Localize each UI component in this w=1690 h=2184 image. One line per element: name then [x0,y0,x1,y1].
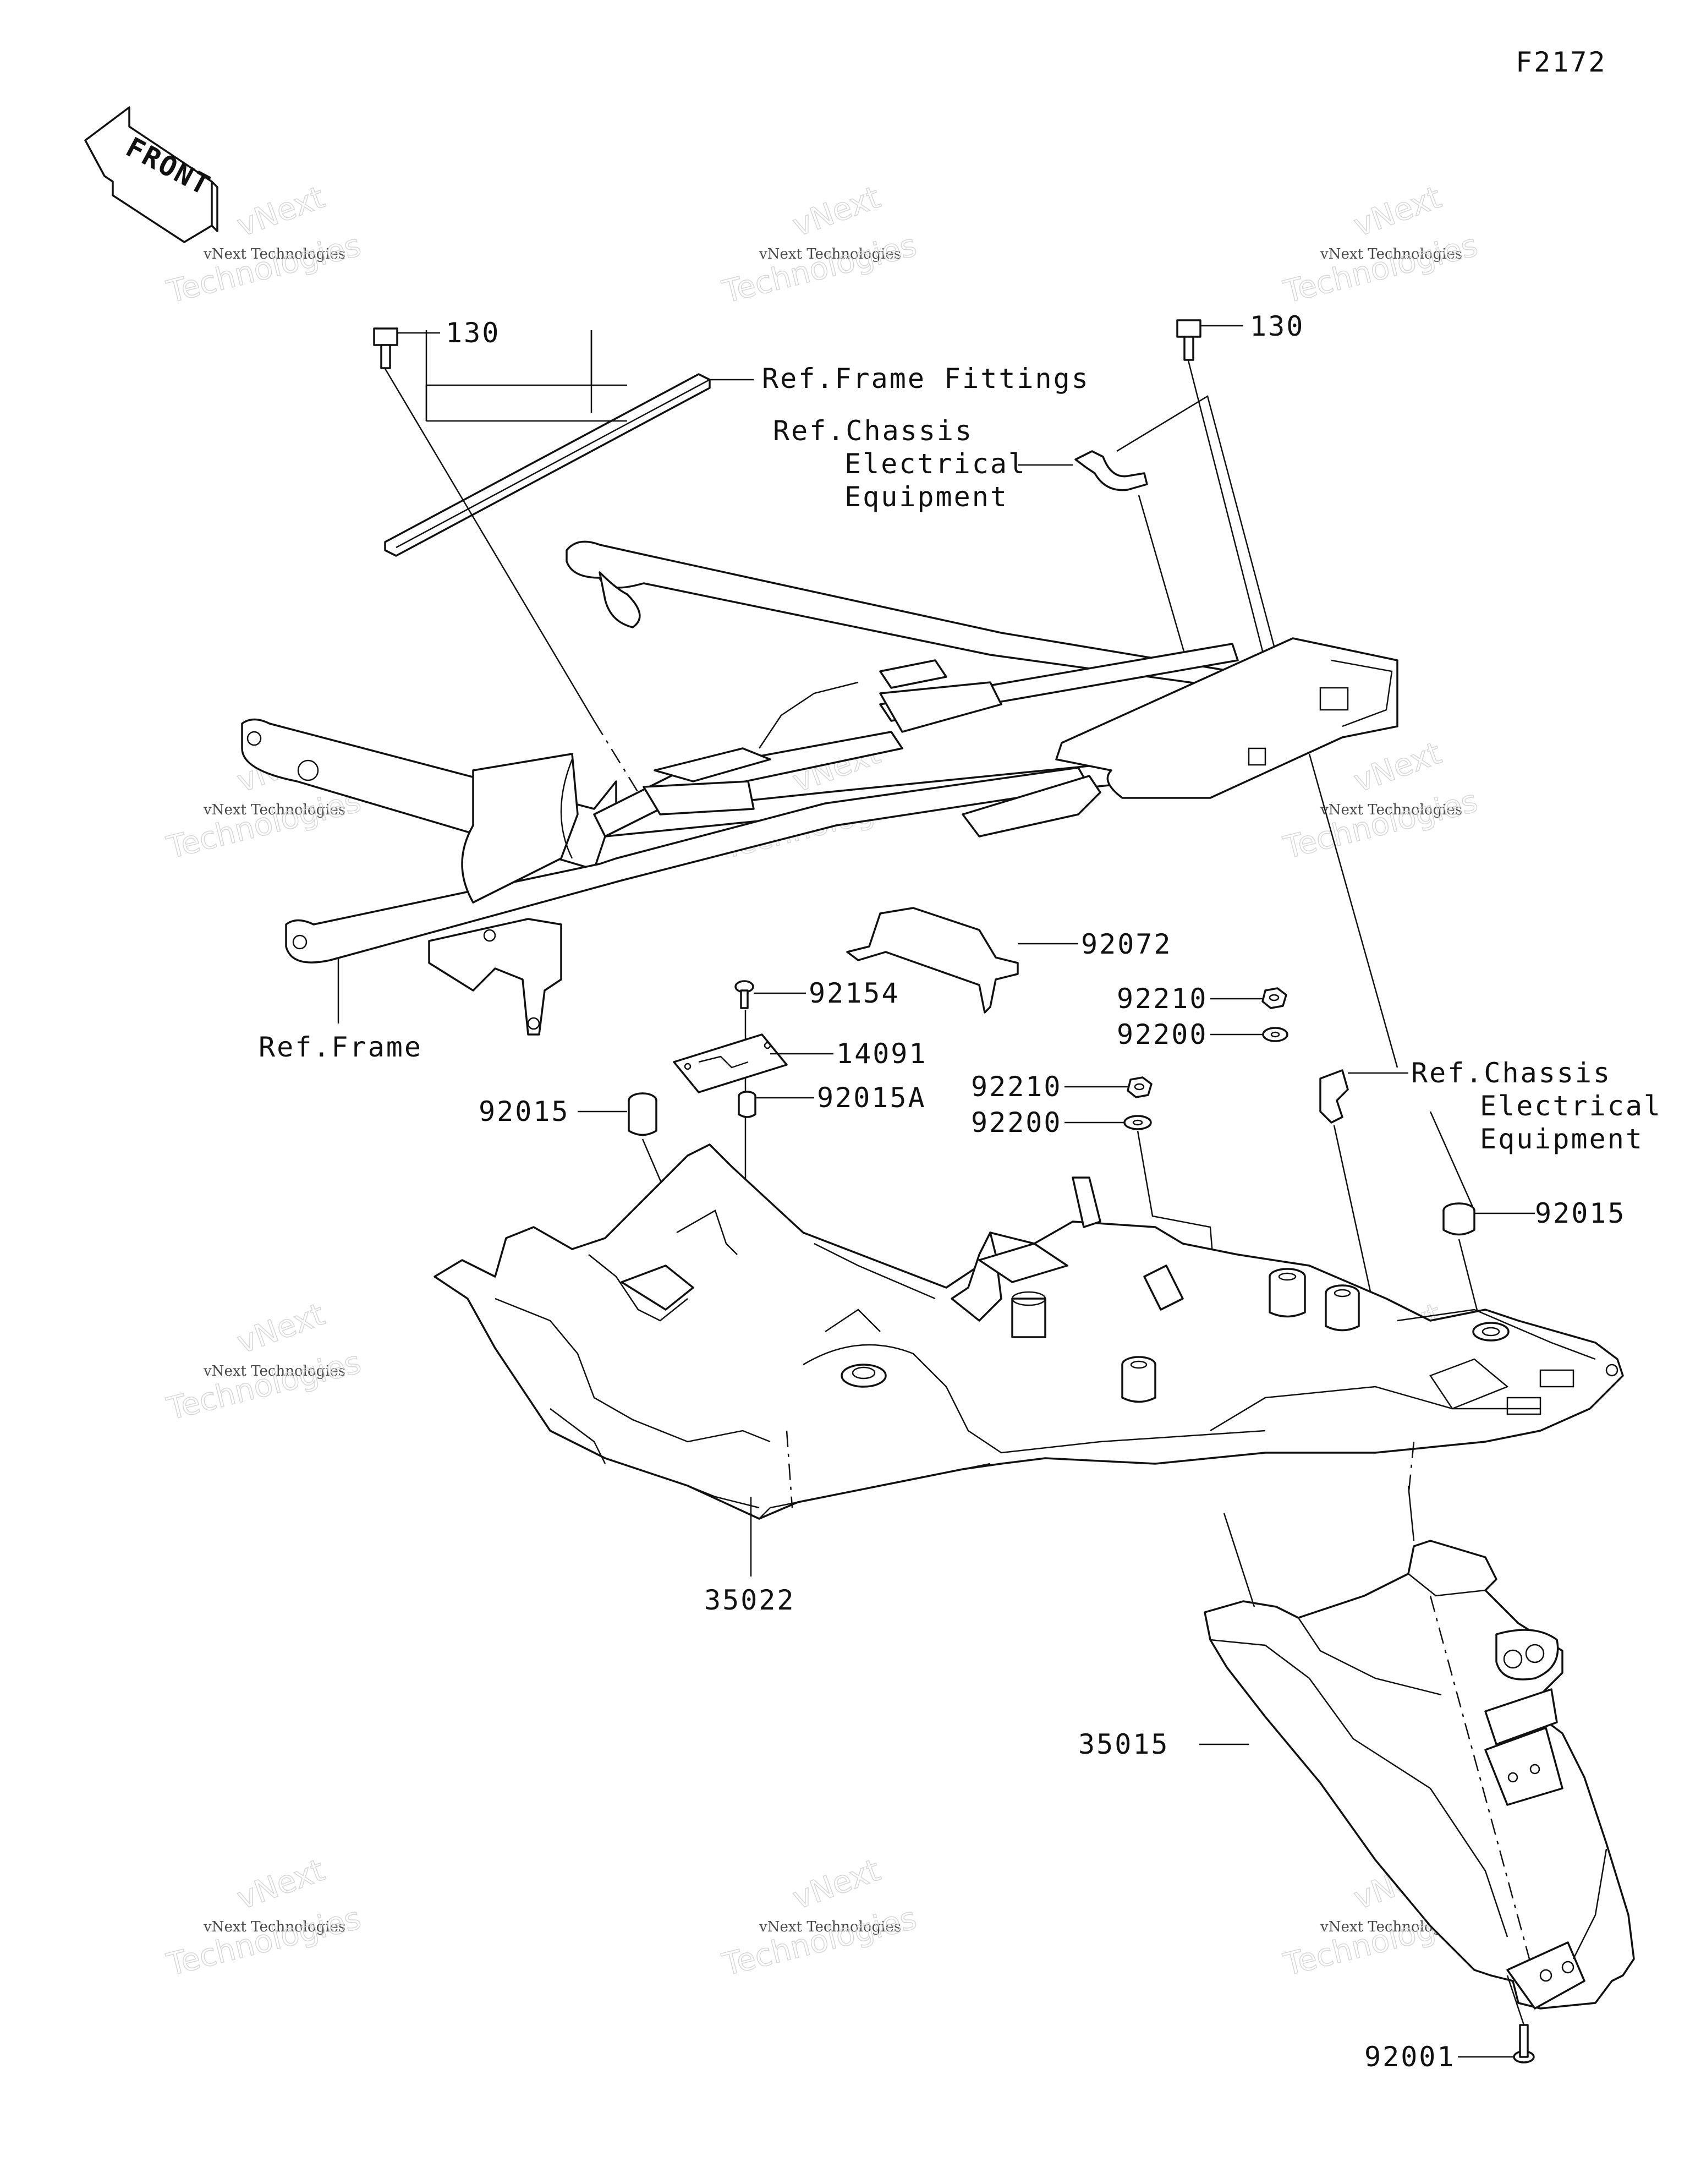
label-ref-chassis-right-2: Electrical [1480,1090,1662,1122]
collar-92015A: 92015A [738,1082,926,1118]
watermark-text: vNext Technologies [1320,246,1462,262]
watermark-text: vNext Technologies [203,802,345,818]
watermark-text: Technologies [163,1344,365,1427]
watermark-text: vNext Technologies [203,1919,345,1935]
undertray-35022: 35022 [434,1143,1624,1616]
watermark-text: Technologies [163,227,365,310]
label-ref-chassis-right-1: Ref.Chassis [1411,1057,1611,1089]
label-ref-frame: Ref.Frame [259,1031,422,1063]
label-ref-chassis-top-1: Ref.Chassis [773,415,973,447]
label-92200-a: 92200 [1117,1019,1208,1050]
front-arrow-icon: FRONT [84,106,218,243]
label-92015-left: 92015 [479,1096,570,1127]
label-130-left: 130 [446,317,500,349]
frame-fitting-rail: Ref.Frame Fittings [384,363,1090,557]
watermark-text: Technologies [163,1900,365,1983]
watermark-text: Technologies [1280,227,1482,310]
watermark-text: Technologies [1280,783,1482,866]
watermark-text: Technologies [163,783,365,866]
rear-frame [241,540,1398,1036]
label-92210-b: 92210 [971,1071,1062,1103]
label-92015A: 92015A [817,1082,926,1114]
label-ref-chassis-right-3: Equipment [1480,1123,1644,1155]
label-ref-chassis-top-3: Equipment [844,481,1008,513]
label-92210-a: 92210 [1117,983,1208,1015]
watermark-text: vNext Technologies [203,1363,345,1380]
label-92001: 92001 [1364,2041,1456,2073]
nut-92210-a: 92210 [1117,983,1287,1015]
bolt-130-right: 130 [1176,310,1304,361]
label-92072: 92072 [1081,928,1172,960]
watermark-text: vNext [233,1296,330,1361]
watermark-text: vNext [1349,735,1446,800]
ref-frame-label-group: Ref.Frame [259,957,422,1063]
ref-chassis-top-label: Ref.Chassis Electrical Equipment [773,415,1073,513]
label-35015: 35015 [1078,1728,1170,1760]
label-92015-right: 92015 [1535,1197,1626,1229]
watermark-text: vNext [233,1852,330,1917]
label-14091: 14091 [836,1038,928,1070]
label-92154: 92154 [809,977,900,1009]
collar-92015-right: 92015 [1442,1197,1626,1343]
screw-92001: 92001 [1364,1975,1535,2073]
watermark-text: vNext [788,1852,885,1917]
rear-fender-35015: 35015 [1078,1485,1635,2010]
watermark-text: Technologies [719,227,920,310]
watermark-text: vNext Technologies [759,1919,901,1935]
watermark-text: vNext [233,179,330,244]
plate-14091: 14091 [673,1033,928,1093]
watermark-text: vNext Technologies [1320,802,1462,818]
label-130-right: 130 [1250,310,1304,342]
washer-92200-b: 92200 [971,1107,1228,1431]
nut-92210-b: 92210 [971,1071,1153,1103]
chassis-clamp-top [1074,450,1148,491]
washer-92200-a: 92200 [1117,1019,1288,1050]
screw-92154: 92154 [734,977,900,1310]
bolt-130-left: 130 [373,317,500,369]
watermark-text: vNext Technologies [203,246,345,262]
band-92072: 92072 [846,907,1172,1014]
watermark-text: vNext [1349,179,1446,244]
watermark-text: vNext [788,179,885,244]
watermark-text: Technologies [719,1900,920,1983]
watermark-text: vNext Technologies [759,246,901,262]
label-35022: 35022 [704,1584,795,1616]
diagram-code: F2172 [1516,46,1607,78]
label-ref-chassis-top-2: Electrical [844,448,1027,480]
label-92200-b: 92200 [971,1107,1062,1138]
leader-130-left-bracket [384,330,639,793]
chassis-clip-right: Ref.Chassis Electrical Equipment [1319,1057,1662,1365]
label-ref-frame-fittings: Ref.Frame Fittings [762,363,1090,395]
